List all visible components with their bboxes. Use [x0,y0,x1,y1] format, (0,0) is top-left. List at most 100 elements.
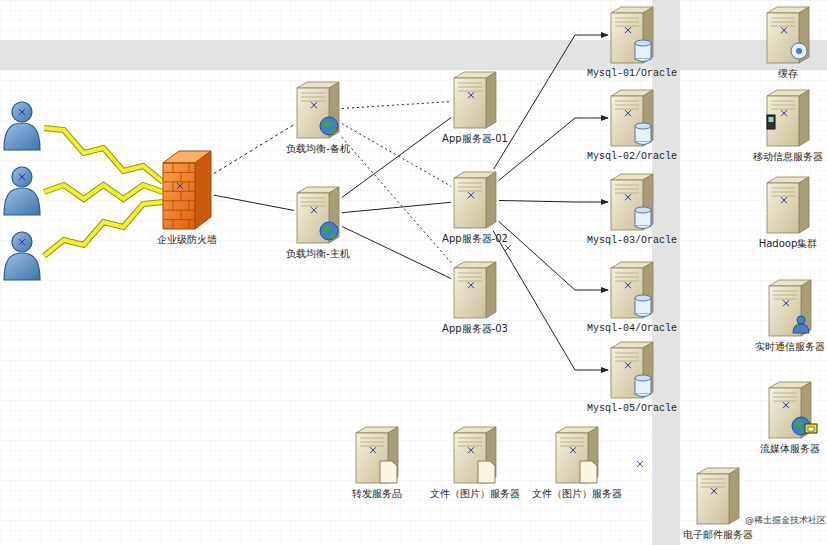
server-badge [478,461,495,483]
x-mark [783,402,789,408]
server-tower [454,262,496,318]
user-icon [4,232,40,280]
node-icon [354,425,400,485]
lightning-links [44,128,163,256]
node-icon [554,425,600,485]
watermark: @稀土掘金技术社区 [745,514,826,527]
user-icons [4,102,40,280]
server-tower [611,174,653,230]
node-icon [765,88,811,148]
node-icon [765,5,811,65]
node-label: 负载均衡-主机 [286,248,350,260]
server-tower [767,90,809,146]
node-label: 文件（图片）服务器 [430,488,520,500]
grey-band [0,40,827,70]
server-tower [297,82,339,138]
server-node: App服务器-02 [452,170,498,230]
node-label: Mysql-04/Oracle [587,323,677,335]
connector [342,226,451,278]
connector [342,102,451,109]
x-mark [783,300,789,306]
x-mark [370,447,376,453]
connector [342,137,452,263]
node-label: 缓存 [778,68,798,80]
x-mark [311,207,317,213]
node-label: 移动信息服务器 [753,151,823,163]
grey-band [652,0,680,545]
server-tower [454,172,496,228]
connector [342,117,451,197]
server-tower [611,262,653,318]
server-tower [697,468,739,524]
connector [499,221,608,290]
server-tower [611,90,653,146]
server-tower [611,342,653,398]
x-mark [570,447,576,453]
node-label: 电子邮件服务器 [683,529,753,541]
connector [499,200,608,202]
server-badge [767,115,775,129]
node-label: App服务器-01 [442,133,508,145]
server-badge [635,295,651,317]
lightning-bolt [44,202,163,256]
node-icon [695,466,741,526]
node-icon [452,260,498,320]
x-mark [177,183,183,189]
server-badge [580,461,597,483]
node-icon [609,172,655,232]
user-icon [4,102,40,150]
x-mark [468,447,474,453]
server-node: App服务器-01 [452,70,498,130]
server-node: Mysql-02/Oracle [609,88,655,148]
server-node: Mysql-04/Oracle [609,260,655,320]
node-icon [609,340,655,400]
server-tower [611,7,653,63]
node-label: Mysql-02/Oracle [587,151,677,163]
lightning-outline [44,202,163,256]
server-tower [356,427,398,483]
node-icon [767,380,813,440]
x-mark [625,110,631,116]
node-label: 实时通信服务器 [755,341,825,353]
node-icon [452,425,498,485]
firewall-node: 企业级防火墙 [161,149,213,231]
node-label: 流媒体服务器 [760,443,820,455]
x-mark [781,27,787,33]
node-icon [295,185,341,245]
lightning-bolt [44,128,163,182]
connector [499,118,608,181]
connector [494,35,608,169]
x-mark [625,362,631,368]
server-node: 移动信息服务器 [765,88,811,148]
node-label: Hadoop集群 [759,238,818,250]
server-node: Mysql-03/Oracle [609,172,655,232]
server-node: 缓存 [765,5,811,65]
server-node: 文件（图片）服务器 [554,425,600,485]
server-badge [635,40,651,62]
server-badge [320,222,338,240]
node-label: 企业级防火墙 [157,234,217,246]
x-mark [781,110,787,116]
node-icon [609,88,655,148]
server-tower [767,177,809,233]
server-node: Mysql-05/Oracle [609,340,655,400]
server-node: 文件（图片）服务器 [452,425,498,485]
node-label: 转发服务品 [352,488,402,500]
server-node: Hadoop集群 [765,175,811,235]
connector [342,124,451,187]
x-mark [625,27,631,33]
node-icon [161,149,213,231]
firewall-wall [163,151,211,229]
node-label: Mysql-05/Oracle [587,403,677,415]
server-badge [635,375,651,397]
x-mark [468,192,474,198]
server-node: 负载均衡-备机 [295,80,341,140]
server-badge [635,123,651,145]
node-label: 文件（图片）服务器 [532,488,622,500]
node-icon [765,175,811,235]
node-label: App服务器-03 [442,323,508,335]
